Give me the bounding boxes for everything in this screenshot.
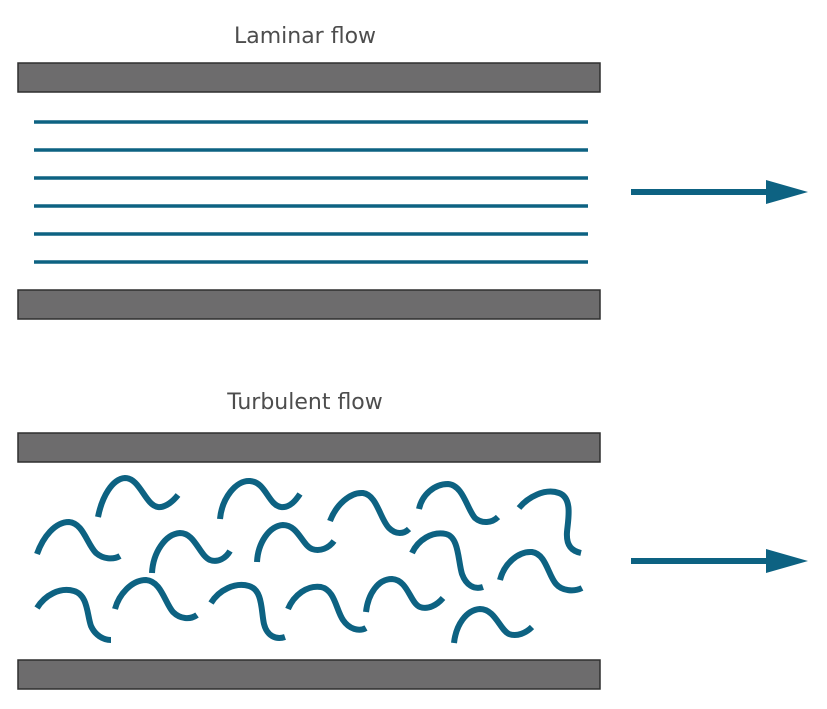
turbulent-eddy bbox=[217, 478, 303, 520]
turbulent-eddy bbox=[363, 576, 446, 613]
turbulent-section bbox=[17, 432, 808, 690]
turbulent-eddy bbox=[516, 488, 582, 556]
laminar-flow-arrow-icon bbox=[631, 180, 808, 204]
turbulent-eddy bbox=[416, 481, 501, 525]
turbulent-eddy bbox=[285, 583, 368, 633]
turbulent-eddy bbox=[327, 490, 412, 536]
turbulent-eddy bbox=[497, 549, 584, 594]
turbulent-flow-arrow-icon bbox=[631, 549, 808, 573]
turbulent-eddy bbox=[409, 530, 484, 591]
turbulent-eddy bbox=[112, 577, 199, 622]
turbulent-flow-title: Turbulent flow bbox=[227, 390, 383, 415]
turbulent-eddy bbox=[34, 587, 112, 643]
laminar-flow-title: Laminar flow bbox=[233, 24, 377, 49]
turbulent-eddy bbox=[254, 522, 337, 563]
turbulent-eddy bbox=[95, 475, 181, 518]
laminar-bottom-wall bbox=[17, 289, 601, 320]
turbulent-bottom-wall bbox=[17, 659, 601, 690]
turbulent-eddy bbox=[208, 582, 286, 641]
turbulent-eddy bbox=[451, 606, 535, 644]
turbulent-eddies bbox=[34, 475, 584, 644]
laminar-section bbox=[17, 62, 808, 320]
turbulent-eddy bbox=[149, 530, 233, 574]
turbulent-top-wall bbox=[17, 432, 601, 463]
turbulent-eddy bbox=[34, 519, 122, 562]
laminar-top-wall bbox=[17, 62, 601, 93]
